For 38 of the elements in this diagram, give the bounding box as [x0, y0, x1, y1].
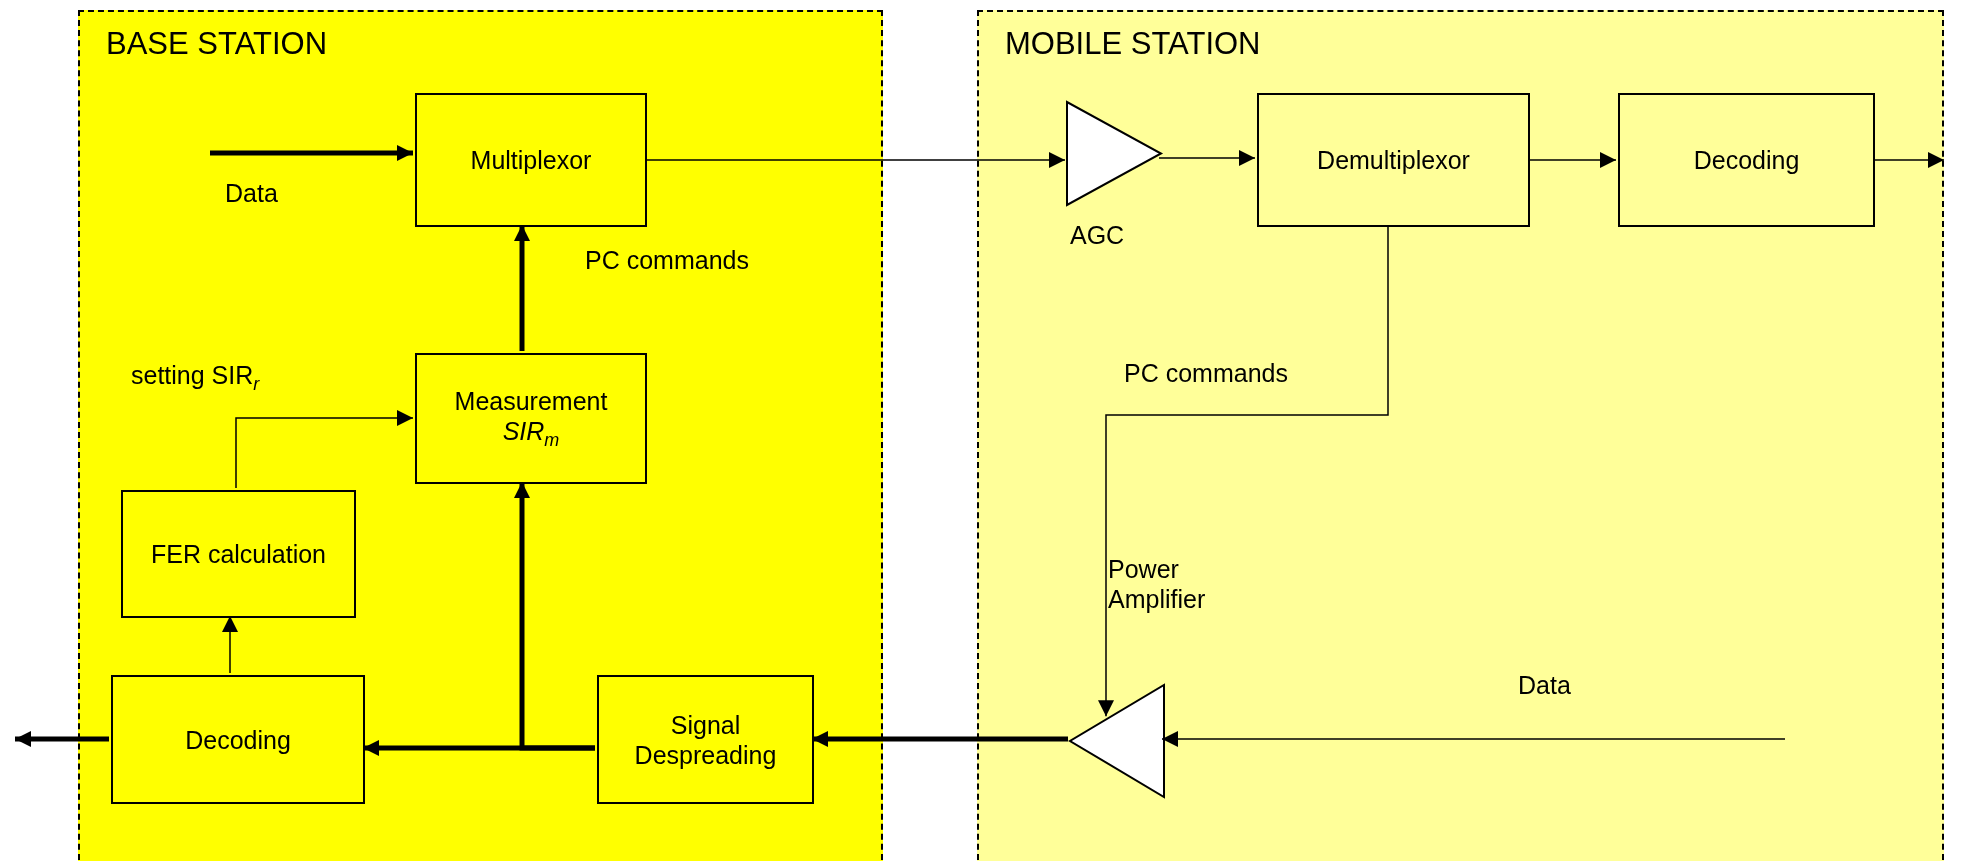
box-label: Decoding	[185, 724, 291, 755]
arrow	[812, 731, 1068, 747]
panel-title: BASE STATION	[106, 26, 328, 62]
box-label: Signal Despreading	[633, 709, 778, 770]
box-label: Decoding	[1693, 145, 1800, 175]
arrow	[1158, 150, 1256, 166]
edge-label: Data	[1518, 670, 1571, 700]
arrow	[210, 145, 413, 161]
arrow	[222, 615, 238, 674]
edge-label: PC commands	[1124, 358, 1288, 388]
arrow	[235, 410, 414, 489]
panel-title: MOBILE STATION	[1005, 26, 1261, 62]
process-box	[415, 93, 647, 227]
edge-label: setting SIR$_{r}$	[131, 360, 260, 396]
process-box	[597, 675, 814, 804]
amplifier-label: AGC	[1070, 220, 1125, 250]
box-label: FER calculation	[150, 539, 327, 569]
box-label: Multiplexor	[470, 145, 592, 175]
arrow	[1527, 152, 1617, 168]
arrow	[514, 482, 595, 751]
edge-label: PC commands	[585, 245, 749, 275]
arrow	[15, 731, 109, 747]
arrow	[514, 225, 530, 351]
process-box	[111, 675, 365, 804]
station-panel	[78, 10, 883, 861]
edge-label: Data	[225, 178, 278, 208]
arrow	[644, 152, 1066, 168]
process-box	[415, 353, 647, 484]
box-label: Demultiplexor	[1317, 145, 1470, 175]
box-label: Measurement SIR$_{m}$	[453, 385, 609, 452]
arrow	[1872, 152, 1945, 168]
process-box	[121, 490, 356, 618]
arrow	[1161, 731, 1786, 747]
amplifier-label: Power Amplifier	[1108, 554, 1207, 614]
arrow	[1098, 224, 1389, 718]
station-panel	[977, 10, 1944, 861]
process-box	[1257, 93, 1530, 227]
process-box	[1618, 93, 1875, 227]
